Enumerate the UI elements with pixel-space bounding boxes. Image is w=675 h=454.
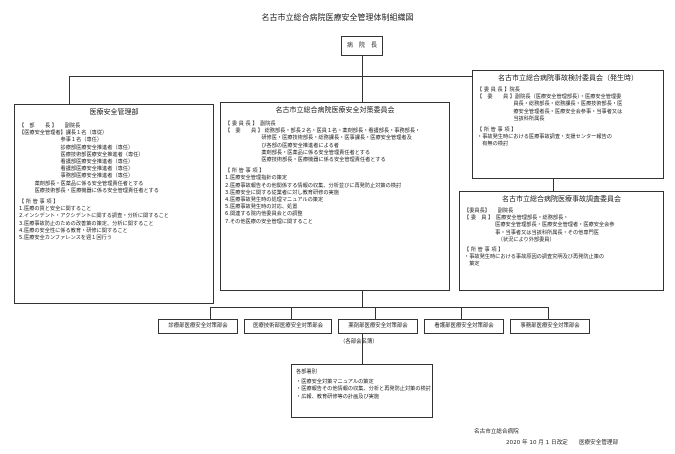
safety-management-dept-box: 医療安全管理部 【 部 長 】 副院長 【医療安全管理者】課長１名（専従） 参事… — [14, 104, 214, 304]
accident-investigation-title: 名古市立総合病院医療事故調査委員会 — [502, 195, 621, 203]
duties-header: 【 所 管 事 項 】 — [464, 247, 504, 254]
connector-line — [69, 76, 553, 77]
members-line: 事・当事者又は当該科所属長・その他専門医 — [464, 229, 599, 236]
duty-item: 1.医療の質と安全に関すること — [19, 206, 92, 213]
connector-line — [362, 76, 363, 102]
members-line: 薬剤部長・医薬品に係る安全管理責任者とする — [19, 180, 144, 187]
hospital-director-box: 病 院 長 — [341, 36, 383, 56]
sub-task-item: ・医療安全対策マニュアルの策定 — [296, 379, 374, 386]
safety-dept-title: 医療安全管理部 — [89, 108, 139, 116]
members-line: 参事１名（専任） — [19, 137, 103, 144]
duty-item: ・事故発生時における医療事故調査・支援センター報告の — [477, 134, 612, 141]
connector-line — [69, 76, 70, 104]
connector-line — [375, 307, 376, 319]
accident-review-committee-box: 名古市立総合病院事故検討委員会（発生時） 【 委 員 長 】院長 【 委 員 】… — [472, 70, 664, 179]
connector-line — [461, 307, 462, 319]
connector-line — [362, 56, 363, 76]
duties-header: 【 所 管 事 項 】 — [225, 168, 265, 175]
connector-line — [362, 291, 363, 307]
sub-committee-nursing: 看護部医療安全対策部会 — [424, 319, 504, 334]
hospital-director-label: 病 院 長 — [346, 42, 377, 49]
members-line: 【 委 員 】副院長（医療安全管理部長）・医療安全管理委 — [477, 94, 622, 101]
members-line: 【 部 長 】 副院長 — [19, 123, 81, 129]
members-line: 事務部医療安全推進者（専任） — [19, 173, 134, 180]
connector-line — [362, 334, 363, 364]
members-line: 看護部医療安全推進者（専任） — [19, 166, 134, 173]
sub-committee-note: （各部会名簿） — [340, 339, 378, 345]
duty-item: ・事故発生時における事故原因の調査究明及び再発防止策の — [464, 254, 605, 261]
connector-line — [210, 307, 211, 319]
accident-investigation-committee-box: 名古市立総合病院医療事故調査委員会 【委員長】 副院長 【 委 員 】 医療安全… — [459, 191, 664, 291]
connector-line — [291, 307, 292, 319]
sub-tasks-box: 各部署別 ・医療安全対策マニュアルの策定 ・医療報告その他情報の収集、分析と再発… — [291, 364, 433, 418]
connector-line — [548, 307, 549, 319]
duty-item: 5.医療安全カンファレンスを週１回行う — [19, 235, 112, 242]
footer-org: 名古市立総合病院 — [474, 429, 519, 435]
members-line: 療安全管理者長・医療安全会参事・当事者又は — [477, 108, 623, 115]
duty-item: 2.インシデント・アクシデントに関する調査・分析に関すること — [19, 213, 169, 220]
duty-item: 3.医療事故防止のための改善策の策定、分析に関すること — [19, 220, 154, 227]
safety-committee-title: 名古市立総合病院医療安全対策委員会 — [275, 106, 395, 114]
members-line: （状況により外部委員） — [464, 236, 555, 243]
duty-item: 有無の検討 — [477, 141, 509, 148]
members-line: 診療部医療安全推進者（専任） — [19, 144, 134, 151]
sub-task-item: ・医療報告その他情報の収集、分析と再発防止対策の検討 — [296, 386, 431, 393]
members-line: 【委員長】 副院長 — [464, 208, 514, 214]
members-line: 当該科所属長 — [477, 115, 545, 122]
members-line: 【 委 員 長 】 副院長 — [225, 121, 276, 127]
duty-item: 3.医療安全に関する従業者に対し教育研修の実施 — [225, 189, 339, 196]
duty-item: 7.その他医療の安全管理に関すること — [225, 218, 313, 225]
duty-item: 4.医療事故発生時の処理マニュアルの策定 — [225, 197, 324, 204]
connector-line — [210, 307, 548, 308]
sub-committee-pharmacy: 薬剤部医療安全対策部会 — [338, 319, 418, 334]
members-line: 【 委 員 長 】院長 — [477, 87, 520, 93]
duties-header: 【 所 管 事 項 】 — [19, 199, 59, 206]
duty-item: 1.医療安全管理指針の策定 — [225, 175, 288, 182]
duty-item: 5.医療事故発生時の対応、処置 — [225, 204, 298, 211]
safety-committee-box: 名古市立総合病院医療安全対策委員会 【 委 員 長 】 副院長 【 委 員 】 … — [220, 102, 450, 291]
members-line: び各部の医療安全推進者による者 — [225, 142, 339, 149]
sub-tasks-header: 各部署別 — [296, 369, 317, 375]
members-line: 員長・総務部長・総務課長・医療技術部長・医 — [477, 101, 623, 108]
members-line: 【医療安全管理者】課長１名（専従） — [19, 130, 108, 137]
page-title: 名古市立総合病院医療安全管理体制組織図 — [261, 13, 414, 22]
members-line: 医療技術部長・医療機器に係る安全管理責任者とする — [19, 187, 159, 194]
duty-item: 2.医療事故報告その他関係する情報の収集、分析並びに再発防止対策の検討 — [225, 182, 402, 189]
members-line: 研修医・医療技術部長・総務課長・医事課長・医療安全管理者及 — [225, 135, 412, 142]
duty-item: 策定 — [464, 261, 480, 268]
footer-date: 2020 年 10 月 1 日改定 医療安全管理部 — [506, 440, 619, 446]
members-line: 薬剤部長・医薬品に係る安全管理責任者とする — [225, 149, 371, 156]
sub-committee-admin: 事務部医療安全対策部会 — [510, 319, 590, 334]
duties-header: 【 所 管 事 項 】 — [477, 127, 517, 134]
members-line: 【 委 員 】 総務部長・部長２名・医員１名・薬剤部長・看護部長・事務部長・ — [225, 128, 421, 135]
members-line: 医療安全管理部長・医療安全管理者・医療安全会参 — [464, 222, 615, 229]
members-line: 医療技術部長・医療機器に係る安全管理責任者とする — [225, 157, 386, 164]
duty-item: 6.関連する院内他委員会との調整 — [225, 211, 303, 218]
members-line: 看護部医療安全推進者（専任） — [19, 159, 134, 166]
sub-task-item: ・広報、教育研修等の計画及び実施 — [296, 393, 380, 400]
members-line: 【 委 員 】 医療安全管理部長・総務部長・ — [464, 215, 569, 222]
sub-committee-technical: 医療技術部医療安全対策部会 — [244, 319, 332, 334]
accident-review-title: 名古市立総合病院事故検討委員会（発生時） — [498, 74, 638, 82]
members-line: 医療技術部医療安全推進者（専任） — [19, 151, 144, 158]
sub-committee-medical: 診療部医療安全対策部会 — [158, 319, 238, 334]
connector-line — [553, 179, 554, 191]
duty-item: 4.医療の安全性に係る教育・研修に関すること — [19, 227, 128, 234]
